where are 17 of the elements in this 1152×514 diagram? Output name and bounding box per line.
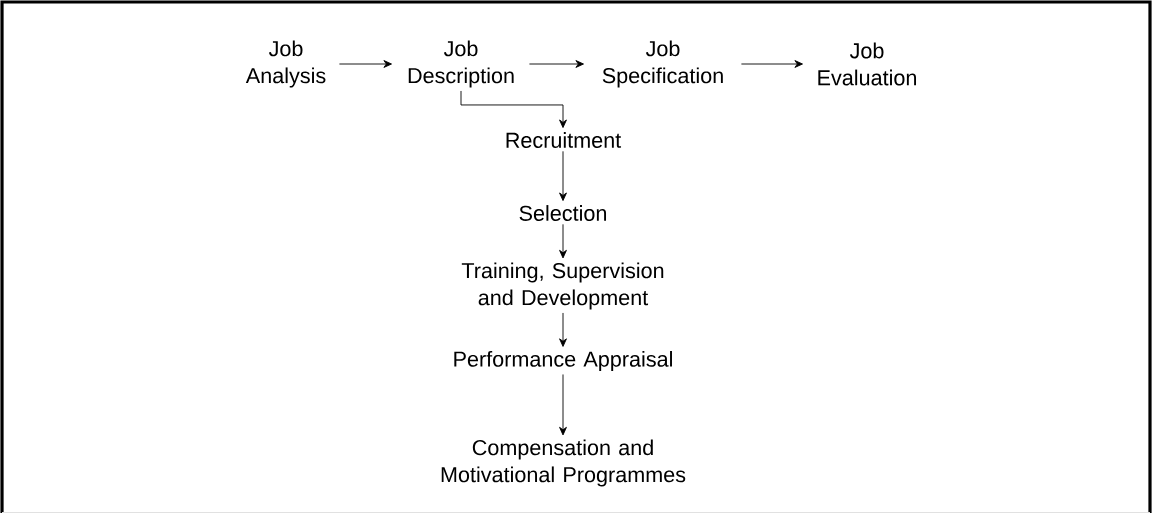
step-label: Performance Appraisal: [454, 350, 672, 372]
arrow: [559, 223, 567, 259]
step-label: Training, Supervision and Development: [461, 262, 664, 310]
arrow: [338, 60, 392, 68]
step-label: Recruitment: [506, 132, 622, 148]
step-label: Job Analysis: [245, 40, 326, 88]
arrow: [460, 90, 567, 128]
arrow: [559, 150, 567, 201]
step-label: Job Specification: [602, 40, 723, 88]
arrow: [740, 60, 803, 68]
step-label: Selection: [519, 205, 606, 221]
arrow: [528, 60, 584, 68]
step-label: Job Description: [408, 40, 514, 88]
step-label: Compensation and Motivational Programmes: [441, 439, 686, 487]
arrow: [559, 312, 567, 347]
step-label: Job Evaluation: [818, 42, 916, 86]
arrow: [559, 374, 567, 436]
